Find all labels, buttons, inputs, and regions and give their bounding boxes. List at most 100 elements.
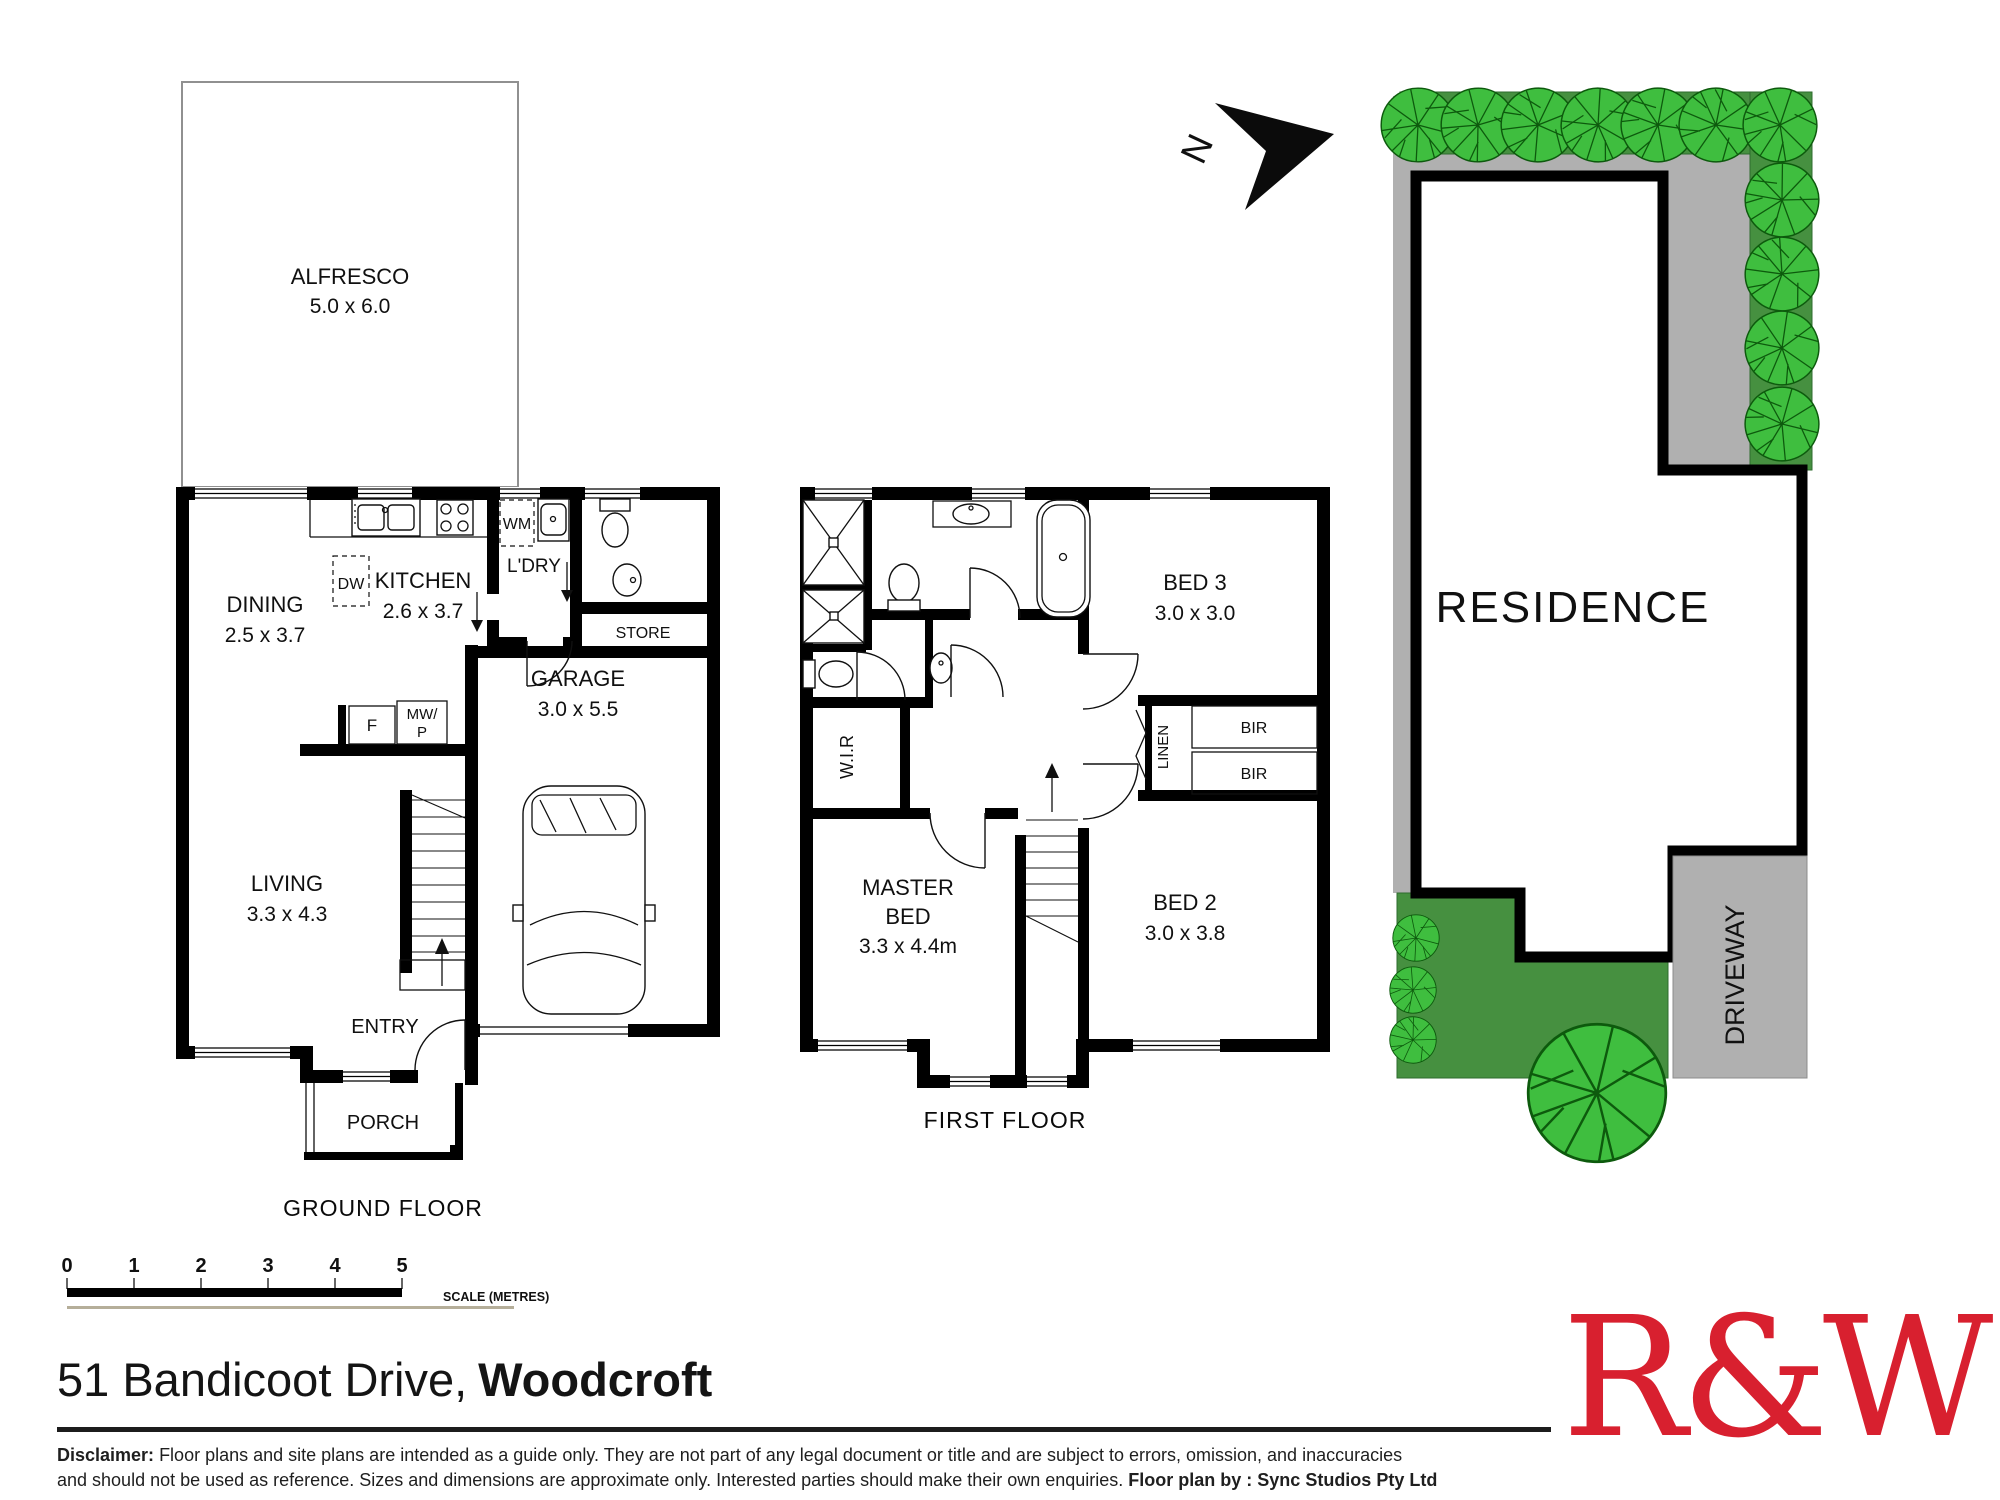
- room-label-porch: PORCH: [347, 1112, 419, 1134]
- washing-machine-label: WM: [503, 516, 531, 533]
- window: [818, 1039, 907, 1052]
- window: [815, 487, 872, 500]
- stairs-ground: [399, 794, 466, 991]
- fridge-label: F: [367, 716, 377, 735]
- shower-icon: [802, 499, 865, 586]
- room-label-living: LIVING: [251, 871, 323, 896]
- room-label-kitchen: KITCHEN: [375, 568, 472, 593]
- door-bed2: [1082, 763, 1139, 820]
- robe-label-bir-bottom: BIR: [1241, 766, 1268, 783]
- disclaimer-body-2: and should not be used as reference. Siz…: [57, 1470, 1129, 1490]
- north-label: N: [1173, 128, 1221, 170]
- divider-line: [57, 1427, 1551, 1432]
- porch-outline: [304, 1083, 463, 1160]
- site-footpath: [1393, 96, 1750, 893]
- ground-floor-plan: ALFRESCO 5.0 x 6.0: [176, 81, 720, 1221]
- door-hall: [950, 644, 1004, 698]
- room-dims-master: 3.3 x 4.4m: [859, 935, 957, 958]
- opening-arrow: [561, 562, 573, 602]
- window: [972, 487, 1025, 500]
- alfresco-area: [181, 81, 519, 488]
- scale-tick: 2: [195, 1255, 206, 1277]
- window: [500, 487, 540, 500]
- room-label-linen: LINEN: [1155, 725, 1172, 769]
- window: [195, 1046, 290, 1059]
- garage-door: [480, 1024, 628, 1037]
- toilet-icon: [887, 563, 921, 612]
- address-title: 51 Bandicoot Drive,Woodcroft: [57, 1352, 712, 1407]
- washing-machine-icon: [499, 499, 535, 547]
- window: [1133, 1039, 1220, 1052]
- room-dims-bed3: 3.0 x 3.0: [1155, 602, 1236, 625]
- room-label-alfresco: ALFRESCO: [291, 264, 410, 289]
- disclaimer-body-1: Floor plans and site plans are intended …: [154, 1445, 1403, 1465]
- room-label-bed2: BED 2: [1153, 890, 1217, 915]
- scale-tick: 4: [329, 1255, 341, 1277]
- toilet-icon: [599, 498, 631, 548]
- room-label-wir: W.I.R: [837, 735, 857, 779]
- residence-outline: [1410, 170, 1808, 963]
- window: [195, 487, 307, 500]
- floor-plan-credit: Floor plan by : Sync Studios Pty Ltd: [1128, 1470, 1438, 1490]
- driveway-label: DRIVEWAY: [1720, 904, 1750, 1045]
- disclaimer-label: Disclaimer:: [57, 1445, 155, 1465]
- disclaimer-text: Disclaimer: Floor plans and site plans a…: [57, 1443, 1557, 1493]
- door-bed3: [1082, 653, 1139, 710]
- residence-label: RESIDENCE: [1436, 583, 1711, 632]
- toilet-icon: [802, 659, 854, 689]
- scale-tick: 3: [262, 1255, 273, 1277]
- bir-robe: [1191, 705, 1318, 749]
- window: [343, 1070, 390, 1083]
- door-bathroom: [969, 567, 1021, 619]
- car-icon: [512, 785, 656, 1015]
- shower-icon: [802, 589, 865, 644]
- room-label-master-1: MASTER: [862, 875, 954, 900]
- first-floor-caption: FIRST FLOOR: [924, 1107, 1087, 1133]
- laundry-tub-icon: [537, 498, 570, 542]
- disclaimer-line-2: and should not be used as reference. Siz…: [57, 1468, 1557, 1493]
- opening-arrow: [471, 592, 483, 632]
- window: [950, 1075, 990, 1088]
- room-label-garage: GARAGE: [531, 666, 625, 691]
- scale-bar: 0 1 2 3 4 5 SCALE (METRES): [61, 1255, 549, 1309]
- microwave-box: [396, 700, 448, 745]
- room-dims-living: 3.3 x 4.3: [247, 903, 328, 926]
- microwave-label-2: P: [417, 724, 427, 741]
- bifold-door: [1135, 709, 1147, 780]
- stove-icon: [436, 499, 474, 536]
- room-dims-alfresco: 5.0 x 6.0: [310, 295, 391, 318]
- microwave-label-1: MW/: [407, 706, 439, 723]
- window: [585, 487, 640, 500]
- room-dims-bed2: 3.0 x 3.8: [1145, 922, 1226, 945]
- bathtub-icon: [1036, 499, 1091, 618]
- address-street: 51 Bandicoot Drive,: [57, 1353, 468, 1406]
- room-label-master-2: BED: [885, 904, 930, 929]
- scale-tick: 0: [61, 1255, 72, 1277]
- kitchen-bench: [309, 498, 487, 538]
- site-plan: RESIDENCE DRIVEWAY: [1379, 72, 1834, 1186]
- room-dims-garage: 3.0 x 5.5: [538, 698, 619, 721]
- stairs-first: [1025, 763, 1079, 943]
- room-dims-dining: 2.5 x 3.7: [225, 624, 306, 647]
- door-master: [929, 812, 986, 869]
- door-laundry-garage: [526, 640, 573, 687]
- bir-robe: [1191, 751, 1318, 795]
- room-dims-kitchen: 2.6 x 3.7: [383, 600, 464, 623]
- dishwasher-label: DW: [338, 576, 366, 593]
- dishwasher-icon: [332, 555, 370, 607]
- first-floor-plan: BED 3 3.0 x 3.0 W.I.R LINEN BIR BIR MAST…: [800, 487, 1330, 1133]
- address-suburb: Woodcroft: [478, 1353, 713, 1406]
- window: [1150, 487, 1210, 500]
- room-label-entry: ENTRY: [351, 1016, 418, 1038]
- window: [1027, 1075, 1067, 1088]
- door-wc: [856, 651, 906, 701]
- scale-caption: SCALE (METRES): [443, 1290, 549, 1304]
- room-label-store: STORE: [616, 625, 671, 642]
- entry-door: [414, 1019, 466, 1071]
- agency-logo: R&W: [1562, 1282, 1993, 1475]
- basin-icon: [612, 563, 642, 597]
- room-label-laundry: L'DRY: [507, 556, 561, 577]
- disclaimer-line-1: Disclaimer: Floor plans and site plans a…: [57, 1443, 1557, 1468]
- room-label-dining: DINING: [227, 592, 304, 617]
